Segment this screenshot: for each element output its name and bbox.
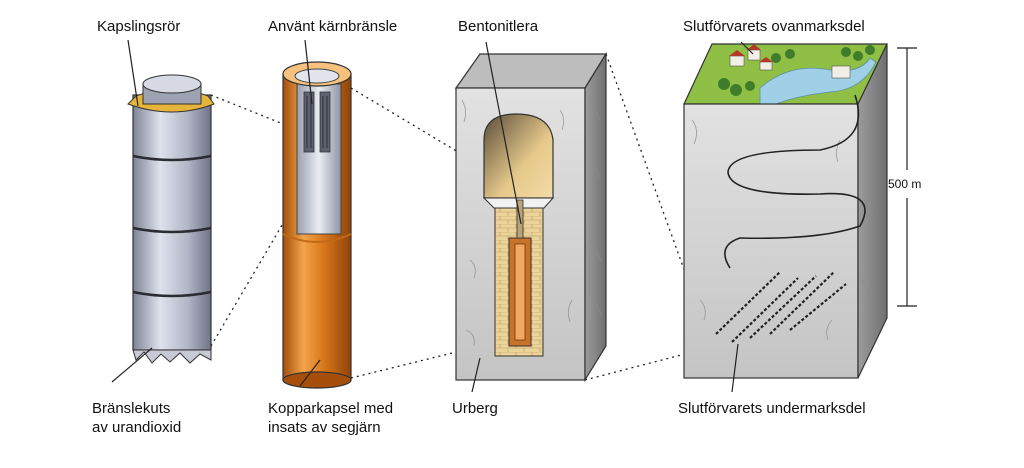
- fuel-cladding-label: Kapslingsrör: [97, 17, 180, 36]
- bedrock-label: Urberg: [452, 399, 498, 418]
- copper-canister-label-line-2: insats av segjärn: [268, 418, 393, 437]
- copper-canister-label-line-1: Kopparkapsel med: [268, 399, 393, 418]
- copper-canister-illustration: [283, 62, 351, 388]
- fuel-pellet-label: Bränslekuts av urandioxid: [92, 399, 181, 437]
- fuel-pellet-label-line-2: av urandioxid: [92, 418, 181, 437]
- repository-surface-label: Slutförvarets ovanmarksdel: [683, 17, 865, 36]
- depth-scale-label: 500 m: [888, 177, 921, 191]
- fuel-rod-illustration: [128, 75, 214, 363]
- bentonite-label: Bentonitlera: [458, 17, 538, 36]
- repository-underground-label: Slutförvarets undermarksdel: [678, 399, 866, 418]
- repository-block-illustration: [684, 44, 887, 378]
- fuel-pellet-label-line-1: Bränslekuts: [92, 399, 181, 418]
- bedrock-block-illustration: [456, 54, 606, 380]
- spent-fuel-label: Använt kärnbränsle: [268, 17, 397, 36]
- copper-canister-label: Kopparkapsel med insats av segjärn: [268, 399, 393, 437]
